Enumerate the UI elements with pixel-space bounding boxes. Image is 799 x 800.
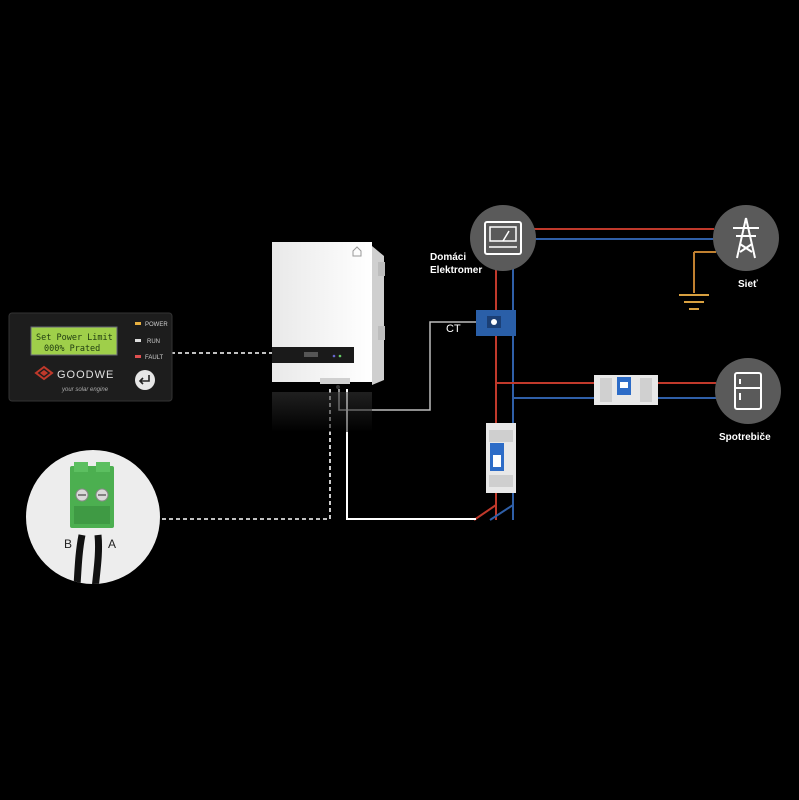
live-wire-bottom [473,504,497,521]
led-run [135,339,141,342]
meter-label-line1: Domáci [430,252,467,263]
appliance-breaker [594,375,658,405]
ac-output-wire [346,389,476,520]
led-power [135,322,141,325]
brand-tagline: your solar engine [61,387,109,393]
electric-meter-icon [470,205,536,271]
ground-icon [679,294,709,310]
goodwe-logo [34,365,54,381]
grid-label: Sieť [738,279,758,290]
lcd-line-1: Set Power Limit [36,333,113,343]
rs485-cable-dashed [162,389,331,520]
led-fault-label: FAULT [145,355,164,361]
wire-a-label: A [108,537,117,551]
rs485-connector-closeup [26,450,160,584]
ct-label: CT [446,323,461,335]
ct-clamp [476,310,516,336]
neutral-wire-bottom [489,504,514,521]
wire-b-label: B [64,537,73,551]
meter-label-line2: Elektromer [430,265,483,276]
main-breaker [486,423,516,493]
enter-key-icon[interactable] [135,370,155,390]
fridge-icon [715,358,781,424]
inverter [272,242,385,432]
power-pylon-icon [713,205,779,271]
led-power-label: POWER [145,322,168,328]
lcd-line-2: 000% Prated [44,344,100,354]
led-fault [135,355,141,358]
lcd-screen [30,326,118,356]
display-unit: Set Power Limit 000% Prated POWER RUN FA… [8,312,173,402]
brand-name: GOODWE [57,369,114,381]
led-run-label: RUN [147,339,160,345]
appliances-label: Spotrebiče [719,432,771,443]
